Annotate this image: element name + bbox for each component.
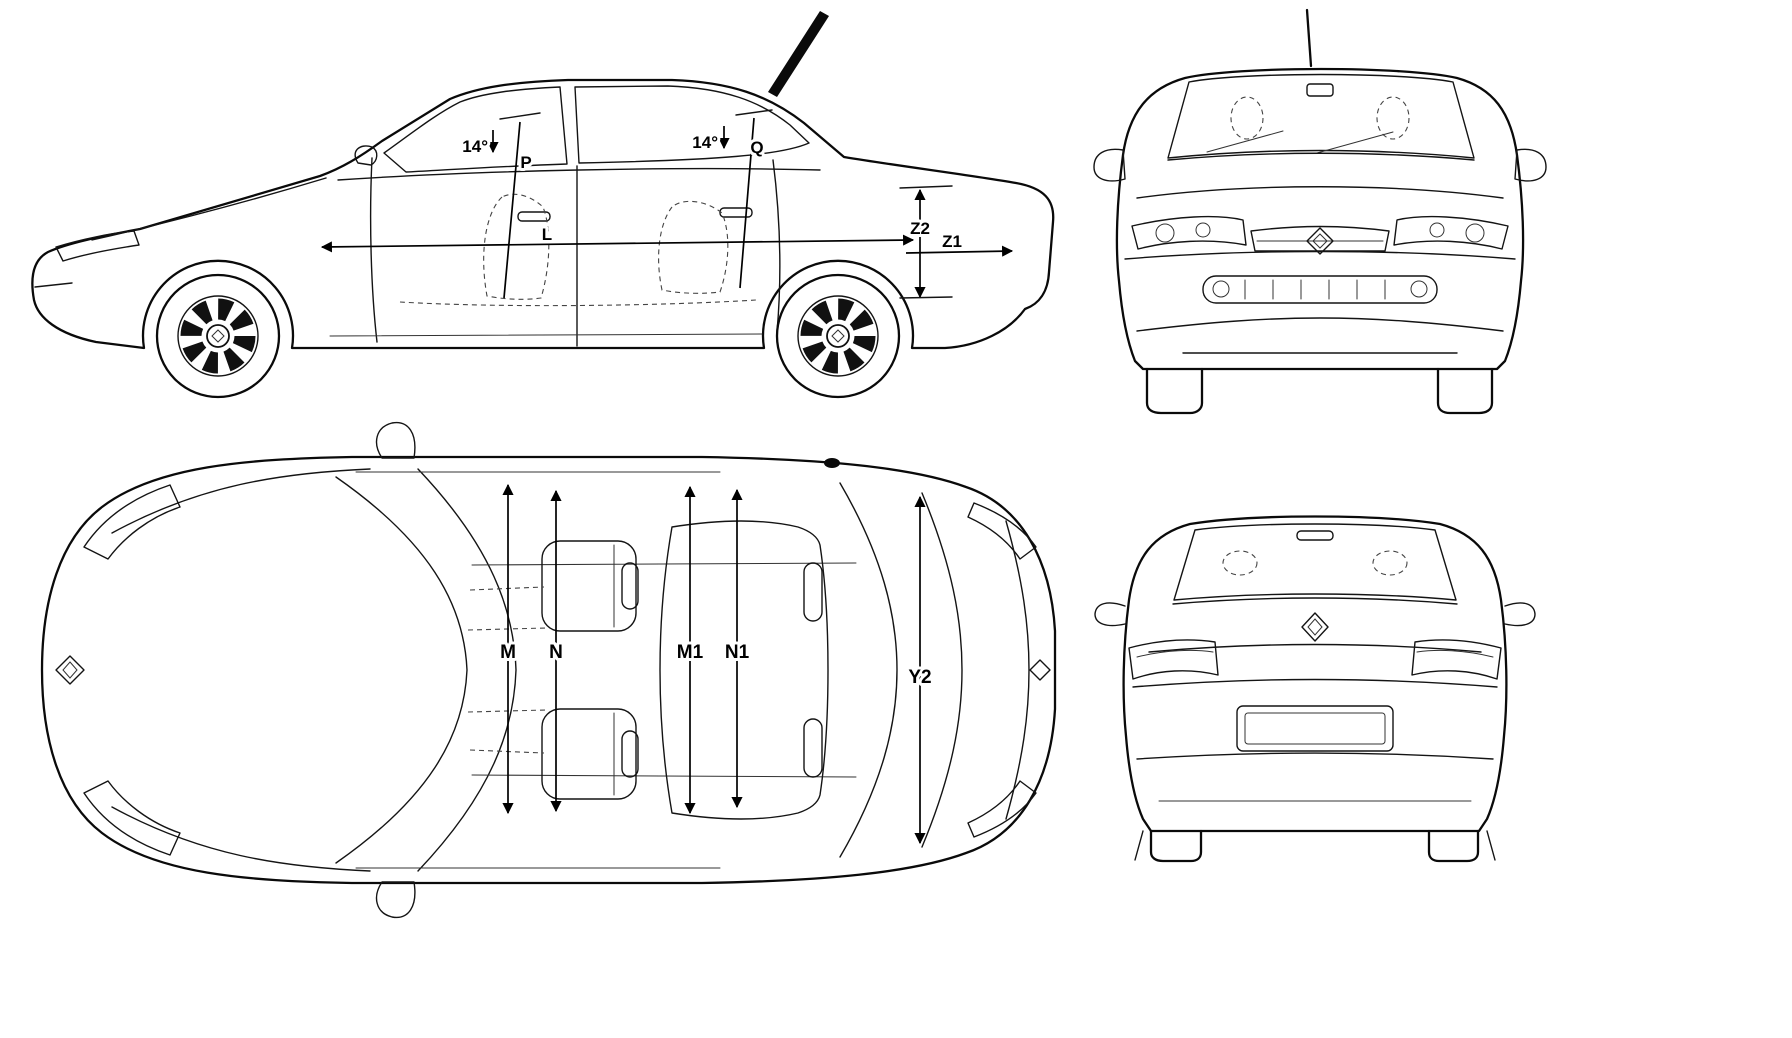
side-view-drawing: 14° P 14° Q L Z2 Z1 xyxy=(31,11,1055,399)
roof-antenna xyxy=(824,458,840,468)
rear-view-drawing xyxy=(1094,515,1536,863)
left-mirror-plan xyxy=(375,421,416,459)
right-taillight-plan xyxy=(967,780,1037,838)
antenna xyxy=(1305,8,1313,68)
renault-logo-icon xyxy=(1029,659,1051,681)
dim-label-m1: M1 xyxy=(677,642,704,663)
dim-label-angle-front: 14° xyxy=(462,137,488,156)
left-headrest xyxy=(1222,550,1258,576)
left-headlight xyxy=(1131,215,1247,250)
rear-body xyxy=(1094,515,1536,863)
side-body xyxy=(31,11,1055,350)
rear-window xyxy=(1173,523,1457,601)
rear-wheel xyxy=(775,273,901,399)
left-taillight xyxy=(1128,639,1219,680)
trunk-seam xyxy=(1005,520,1030,820)
right-headrest xyxy=(1376,96,1410,140)
rear-window-top xyxy=(839,482,898,858)
right-taillight xyxy=(1411,639,1502,680)
right-headlight xyxy=(1393,215,1509,250)
dim-label-z2: Z2 xyxy=(910,219,930,238)
right-tire xyxy=(1427,829,1480,863)
renault-logo-icon xyxy=(211,329,225,343)
top-view-drawing: M N M1 N1 Y2 xyxy=(40,421,1057,919)
dim-label-angle-rear: 14° xyxy=(692,133,718,152)
front-view-drawing xyxy=(1093,8,1547,415)
roof-pointer-arrow xyxy=(768,11,829,97)
left-tire xyxy=(1145,367,1204,415)
license-plate xyxy=(1244,712,1386,745)
rear-window-base xyxy=(921,492,963,848)
dim-label-z1: Z1 xyxy=(942,232,962,251)
dim-label-l: L xyxy=(542,225,552,244)
rear-seat-outline xyxy=(658,200,729,294)
front-seat-outline xyxy=(483,193,550,300)
dim-label-q: Q xyxy=(750,138,763,157)
windshield-base xyxy=(335,476,468,864)
left-mirror xyxy=(1093,148,1126,182)
renault-logo-icon xyxy=(1306,227,1334,255)
dim-label-n1: N1 xyxy=(725,642,750,663)
left-headrest xyxy=(1230,96,1264,140)
right-foglight xyxy=(1410,280,1428,298)
dim-label-p: P xyxy=(520,153,531,172)
right-tire xyxy=(1436,367,1494,415)
side-mirror xyxy=(354,145,378,166)
left-foglight xyxy=(1212,280,1230,298)
front-body xyxy=(1093,8,1547,415)
left-mirror xyxy=(1094,602,1126,627)
left-headlight-plan xyxy=(83,484,181,560)
renault-logo-icon xyxy=(1301,612,1329,642)
rear-door-handle xyxy=(719,207,753,218)
front-door-handle xyxy=(517,211,551,222)
brake-light xyxy=(1296,530,1334,541)
rearview-mirror xyxy=(1306,83,1334,97)
renault-logo-icon xyxy=(55,655,85,685)
right-headlight-plan xyxy=(83,780,181,856)
dim-label-y2: Y2 xyxy=(908,667,931,688)
renault-logo-icon xyxy=(831,329,845,343)
top-body xyxy=(40,421,1057,919)
grille xyxy=(1250,225,1390,252)
lower-grille xyxy=(1202,275,1438,304)
side-dimensions: 14° P 14° Q L Z2 Z1 xyxy=(320,109,1014,299)
top-dimensions: M N M1 N1 Y2 xyxy=(497,483,935,845)
right-mirror xyxy=(1504,602,1536,627)
dim-label-m: M xyxy=(500,642,516,663)
right-mirror xyxy=(1514,148,1547,182)
left-taillight-plan xyxy=(967,502,1037,560)
license-plate-recess xyxy=(1236,705,1394,752)
front-wheel xyxy=(155,273,281,399)
passenger-seat xyxy=(541,708,637,800)
right-headrest xyxy=(1372,550,1408,576)
driver-seat xyxy=(541,540,637,632)
dim-label-n: N xyxy=(549,642,563,663)
windshield xyxy=(1167,73,1475,159)
windshield-top xyxy=(417,468,517,872)
left-tire xyxy=(1149,829,1203,863)
right-mirror-plan xyxy=(375,881,416,919)
rear-bench-seat xyxy=(659,520,829,820)
